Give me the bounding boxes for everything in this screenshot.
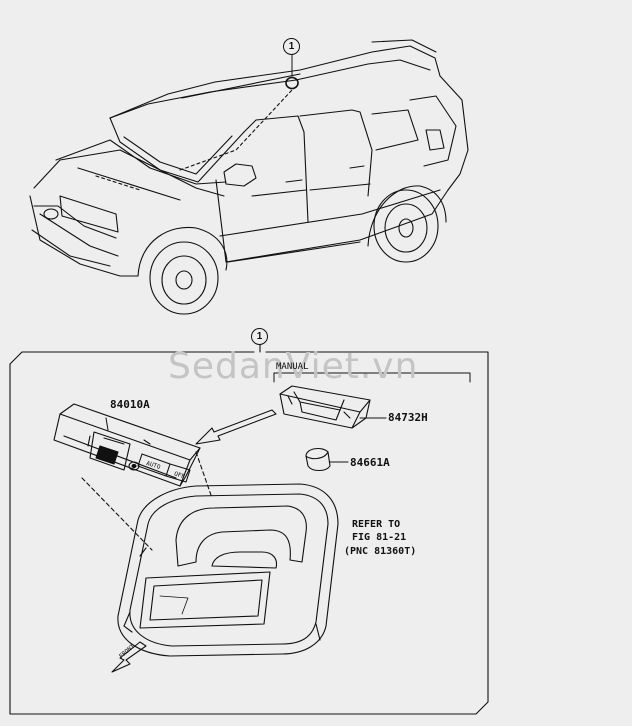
manual-label: MANUAL [276, 362, 309, 372]
callout-top: 1 [283, 38, 300, 55]
overhead-console-part [53, 403, 201, 487]
part-label-lamp-housing: 84732H [388, 411, 428, 424]
detail-frame [9, 351, 489, 715]
watermark: SedanViet.vn [168, 346, 419, 387]
vehicle-illustration [29, 39, 469, 315]
part-label-overhead-console: 84010A [110, 398, 150, 411]
callout-box: 1 [251, 328, 268, 345]
refer-line-3: (PNC 81360T) [344, 546, 417, 557]
lamp-housing-part [279, 385, 371, 429]
part-label-knob: 84661A [350, 456, 390, 469]
roof-lamp-marker [285, 76, 299, 90]
front-arrow-icon [111, 641, 147, 673]
refer-line-2: FIG 81-21 [352, 532, 407, 543]
refer-line-1: REFER TO [352, 519, 401, 530]
assembly-arrow [195, 409, 277, 445]
console-bezel-part [117, 483, 339, 657]
knob-part [305, 447, 331, 472]
